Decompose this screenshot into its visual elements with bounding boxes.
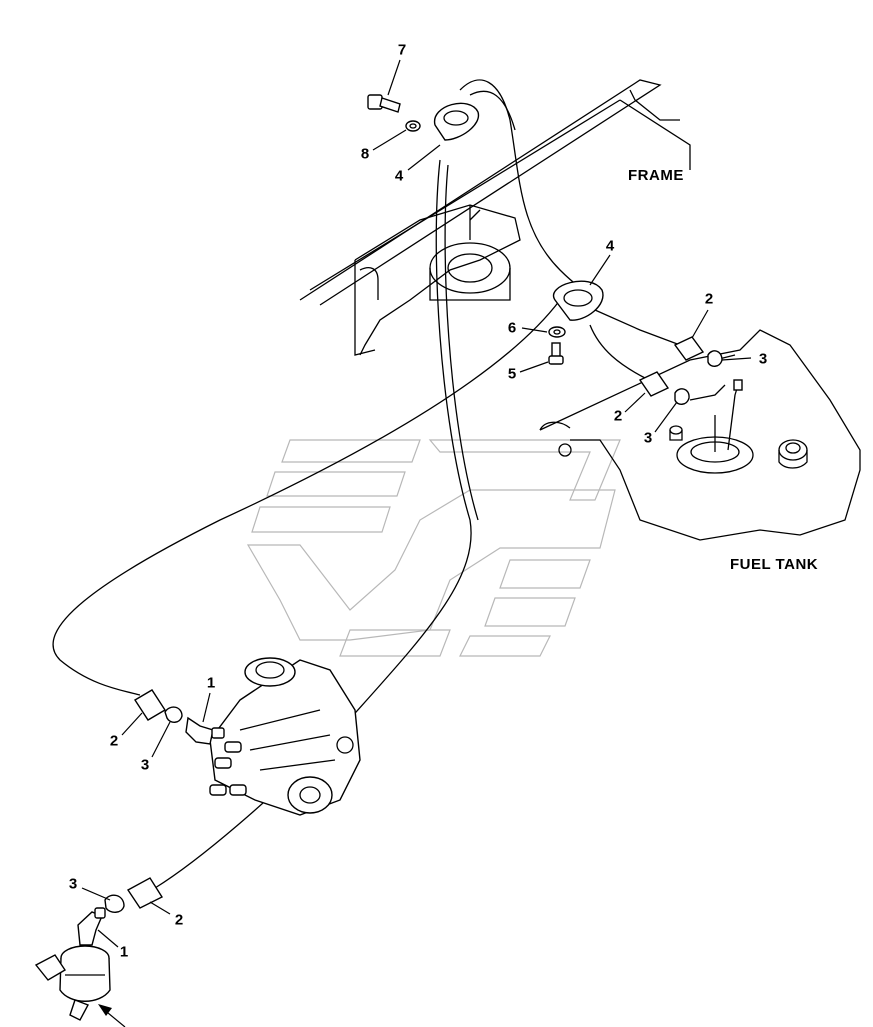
bolt-7 xyxy=(367,94,401,113)
callout-2-tank-lower: 2 xyxy=(613,407,623,425)
fuel-tank-label: FUEL TANK xyxy=(730,556,819,573)
clamp-upper xyxy=(434,102,480,141)
callout-1-feed-pump: 1 xyxy=(119,943,129,961)
frame-label: FRAME xyxy=(628,167,684,184)
fuel-lines xyxy=(52,79,736,889)
callout-4-lower: 4 xyxy=(605,237,615,255)
callout-3-tank-upper: 3 xyxy=(758,350,768,368)
hose-clamp-feed-pump xyxy=(104,894,125,913)
flow-arrow xyxy=(98,1004,126,1027)
feed-pump xyxy=(34,945,111,1021)
callout-2-pump: 2 xyxy=(109,732,119,750)
hose-clamp-tank-upper xyxy=(707,350,723,367)
hose-tank-lower xyxy=(638,371,670,397)
clamp-lower xyxy=(552,280,604,321)
callout-2-feed-pump: 2 xyxy=(174,911,184,929)
callout-3-pump: 3 xyxy=(140,756,150,774)
hose-feed-pump xyxy=(126,877,164,909)
elbow-fitting-pump xyxy=(185,716,225,745)
hose-clamp-pump xyxy=(164,706,183,723)
washer-8 xyxy=(405,120,421,132)
injection-pump xyxy=(209,657,361,816)
callout-7: 7 xyxy=(397,41,407,59)
callout-2-tank-upper: 2 xyxy=(704,290,714,308)
fuel-tank-outline xyxy=(539,329,861,541)
hose-clamp-tank-lower xyxy=(674,388,690,405)
washer-6 xyxy=(548,326,566,338)
hose-pump xyxy=(134,689,166,721)
bolt-5 xyxy=(548,342,564,365)
leader-lines xyxy=(81,59,752,948)
callout-6: 6 xyxy=(507,319,517,337)
callout-5: 5 xyxy=(507,365,517,383)
hose-tank-upper xyxy=(673,336,705,361)
frame-rail xyxy=(299,79,691,356)
callout-8: 8 xyxy=(360,145,370,163)
callout-3-feed-pump: 3 xyxy=(68,875,78,893)
callout-1-pump: 1 xyxy=(206,674,216,692)
watermark-logo xyxy=(246,439,621,657)
callout-3-tank-lower: 3 xyxy=(643,429,653,447)
elbow-fitting-feed-pump xyxy=(77,907,106,946)
callout-4-upper: 4 xyxy=(394,167,404,185)
